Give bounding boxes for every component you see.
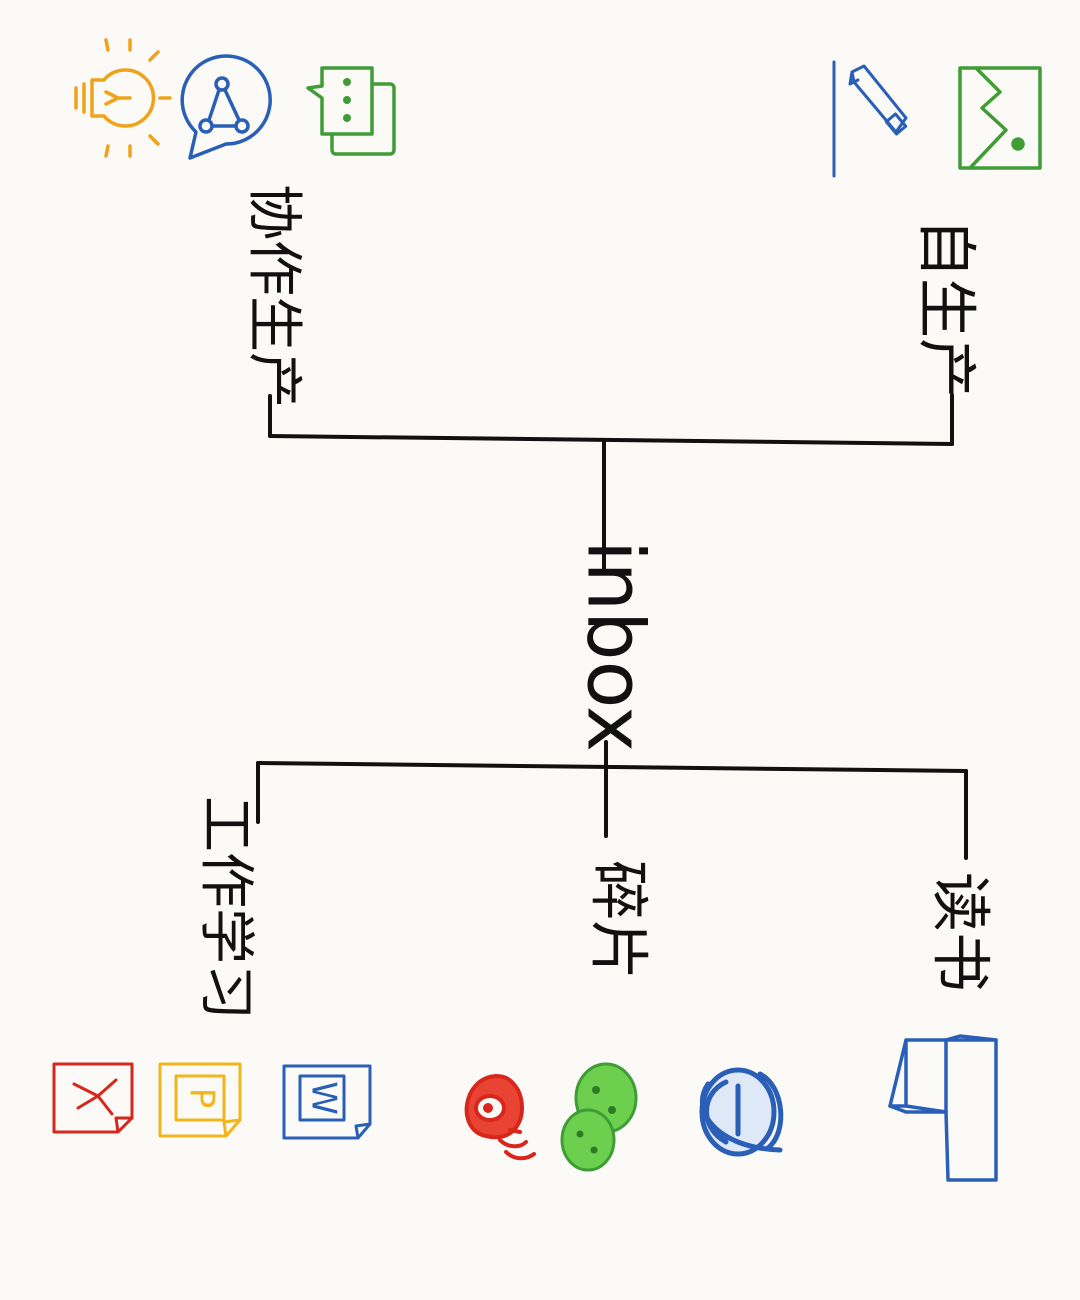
book-icon	[888, 1034, 998, 1182]
pen-icon	[832, 60, 908, 178]
ie-icon	[699, 1067, 784, 1157]
weibo-icon	[464, 1074, 536, 1161]
connector-right-bus	[256, 761, 968, 773]
pdf-icon	[52, 1062, 134, 1134]
share-icon	[180, 54, 272, 160]
branch-label-reading: 读书	[924, 872, 994, 992]
powerpoint-icon: P	[158, 1062, 242, 1138]
root-node-inbox: inbox	[570, 540, 660, 752]
branch-label-self-production: 自生产	[910, 218, 980, 398]
word-icon: W	[282, 1064, 372, 1140]
image-icon	[958, 66, 1042, 170]
lightbulb-icon	[74, 38, 172, 158]
collab-line: 协作生产	[241, 184, 306, 408]
connector-left-bus	[268, 434, 954, 446]
wechat-icon	[560, 1062, 638, 1172]
chat-icon	[306, 66, 396, 156]
branch-label-work-study: 工作学习	[193, 796, 258, 1020]
branch-label-collab-production: 协作生产	[241, 184, 306, 408]
word-glyph: W	[304, 1081, 344, 1115]
connectors	[256, 393, 968, 860]
branch-label-fragments: 碎片	[582, 860, 652, 980]
powerpoint-glyph: P	[182, 1088, 222, 1109]
